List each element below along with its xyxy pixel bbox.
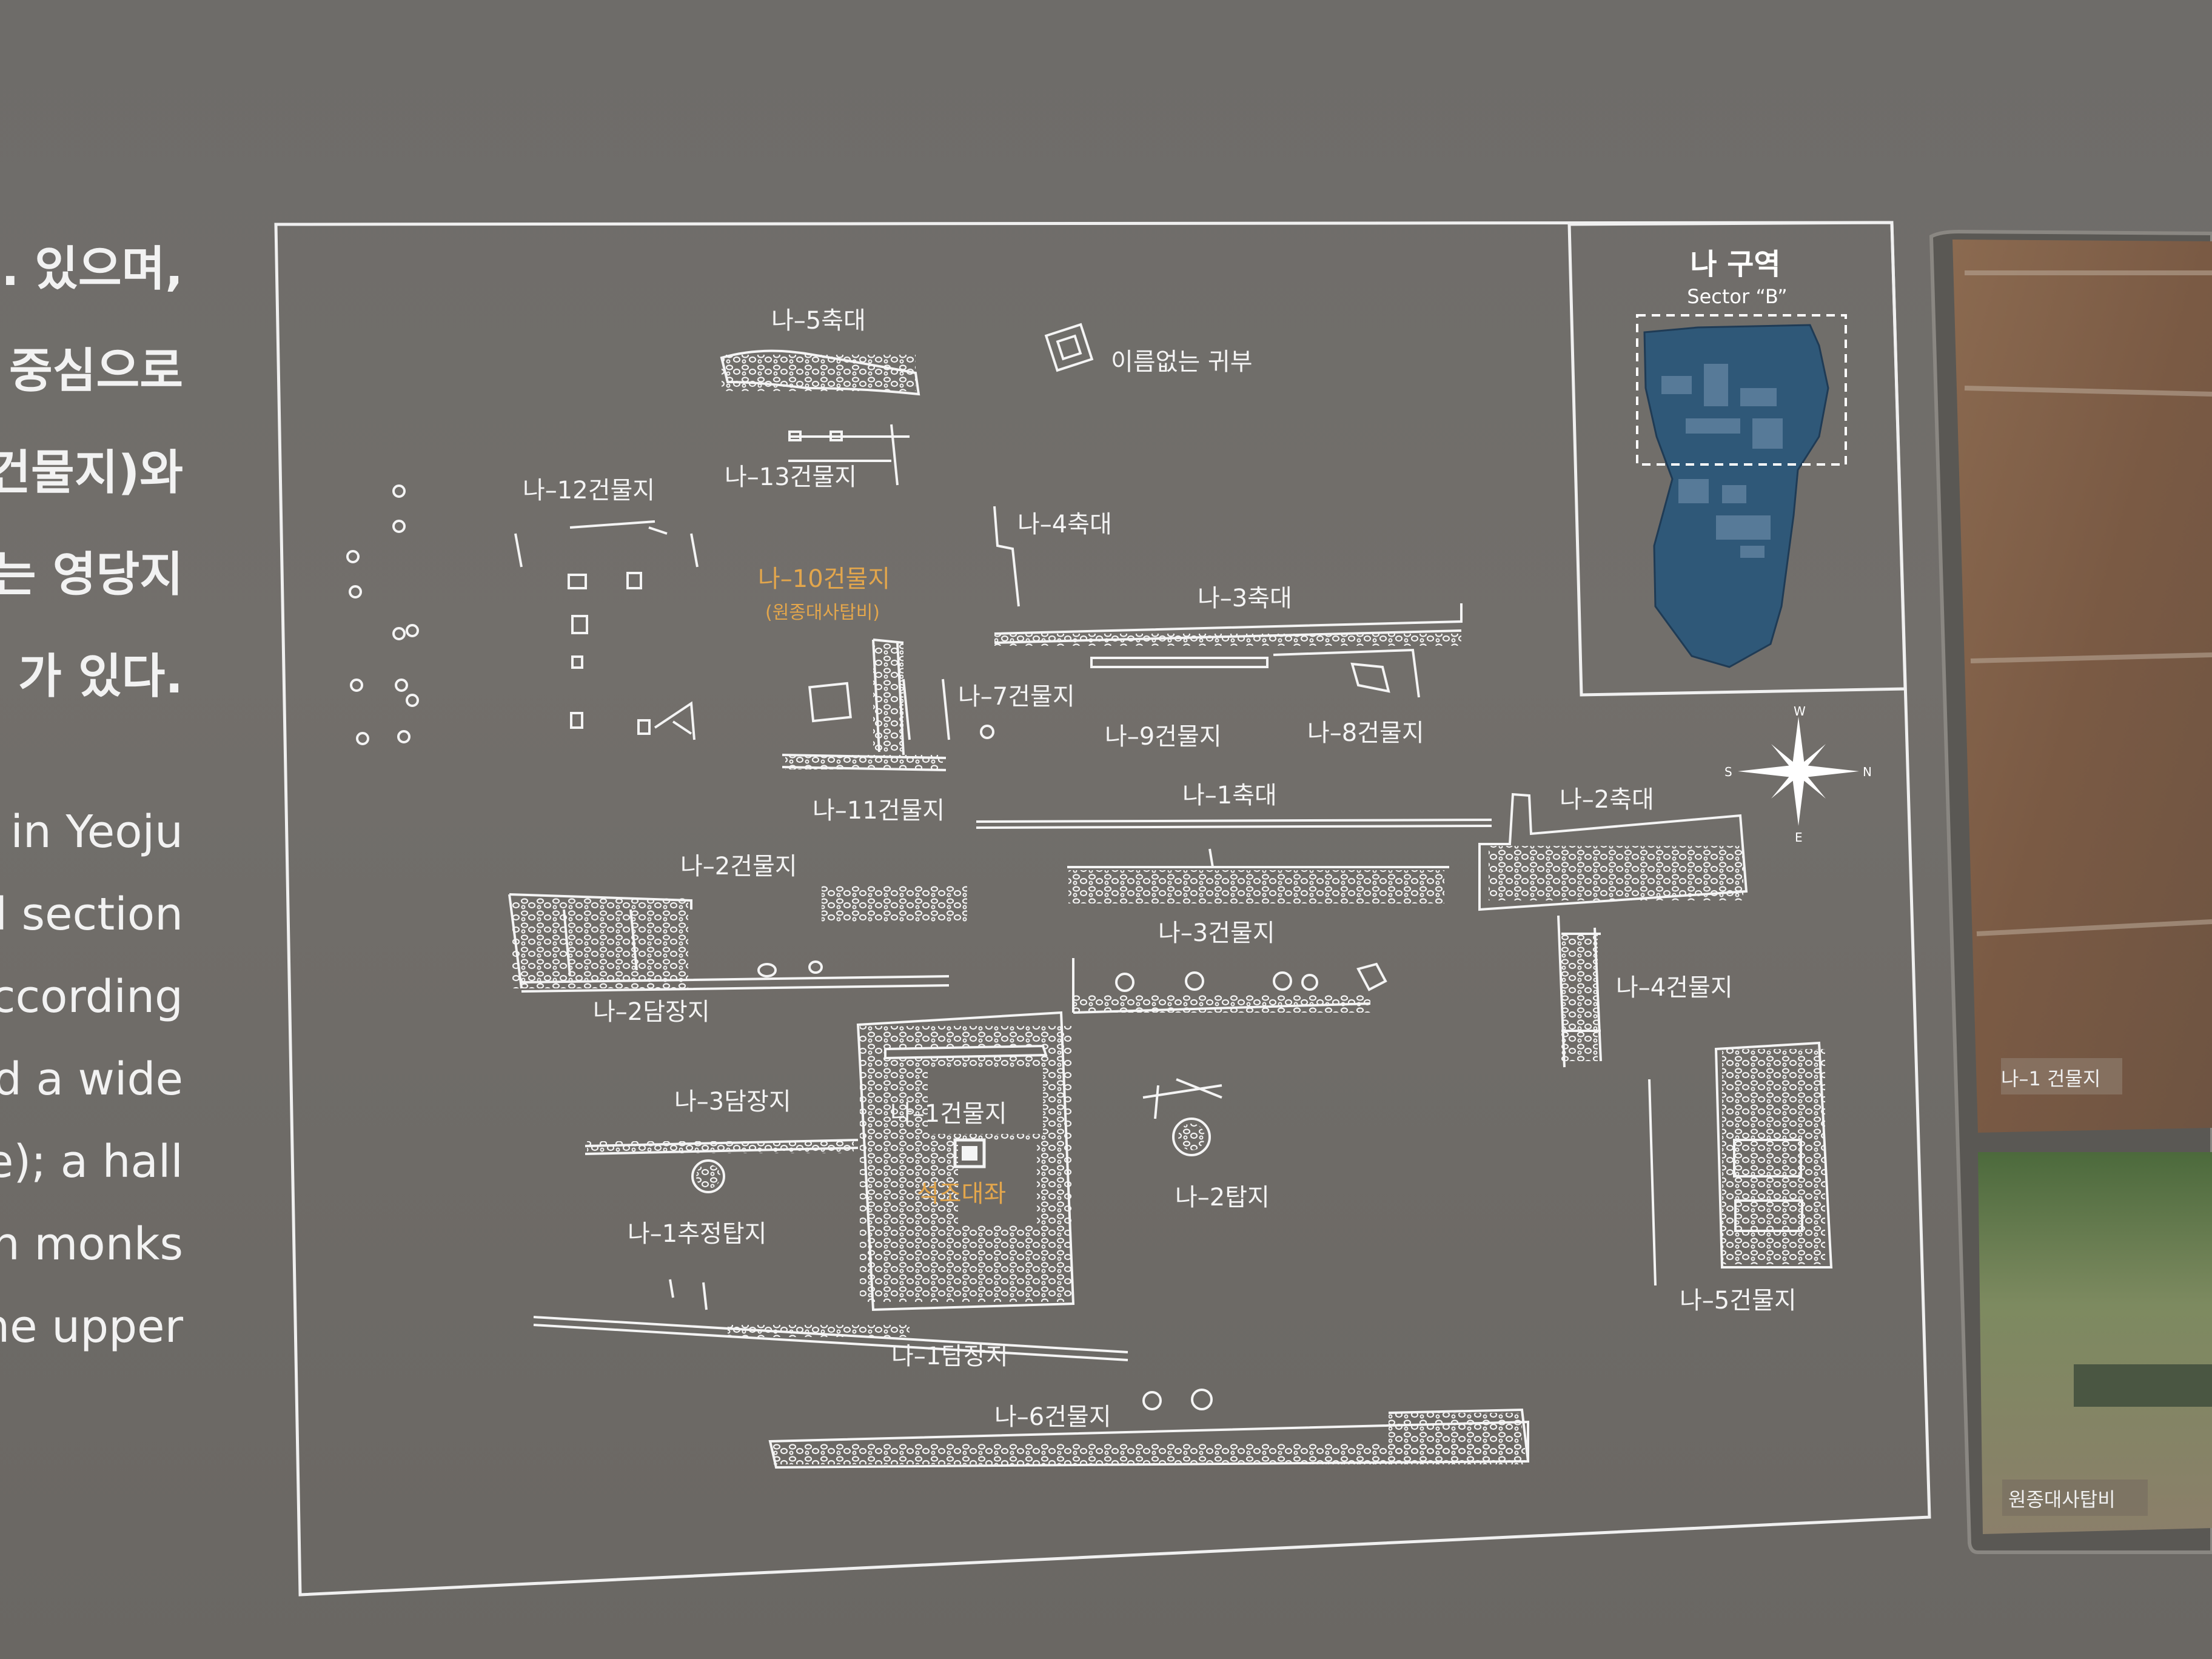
compass-s: S [1724, 765, 1732, 779]
label-na2-pagoda: 나–2탑지 [1175, 1184, 1270, 1212]
left-text-en-1: in Yeoju [10, 806, 183, 858]
left-text-en-5: e); a hall [0, 1136, 183, 1188]
left-text-ko-2: 중심으로 [8, 344, 183, 398]
label-na3-terrace: 나–3축대 [1198, 585, 1292, 612]
photo-panel: 나–1 건물지 원종대사탑비 [1929, 229, 2212, 1554]
left-text-en-6: gh monks [0, 1218, 183, 1270]
photo-top-caption: 나–1 건물지 [2001, 1067, 2100, 1090]
label-na2-wall: 나–2담장지 [593, 998, 710, 1026]
inset-title: 나 구역 [1690, 247, 1780, 281]
left-text-en-4: d a wide [0, 1053, 183, 1105]
label-na4-terrace: 나–4축대 [1017, 511, 1112, 538]
label-na9-building: 나–9건물지 [1105, 723, 1222, 751]
photo-bottom-caption: 원종대사탑비 [2008, 1488, 2116, 1511]
label-na3-building: 나–3건물지 [1158, 919, 1275, 947]
label-stone-pedestal: 석조대좌 [917, 1180, 1006, 1208]
sector-highlight-box [1636, 314, 1847, 466]
label-na1-stupa: 나–1추정탑지 [628, 1220, 766, 1248]
sector-map-buildings [1661, 364, 1783, 558]
compass-w: W [1794, 704, 1806, 719]
inset-frame [1567, 221, 1907, 697]
left-text-ko-3: 건물지)와 [0, 446, 183, 500]
left-text-en-3: ccording [0, 971, 183, 1023]
label-na1-terrace: 나–1축대 [1182, 782, 1277, 809]
label-na13-building: 나–13건물지 [725, 463, 857, 491]
compass-e: E [1795, 830, 1803, 845]
label-na1-wall: 나–1담장지 [891, 1342, 1008, 1370]
inset-subtitle: Sector “B” [1687, 285, 1787, 308]
left-text-ko-4: 는 영당지 [0, 548, 183, 602]
left-text-en-2: d section [0, 888, 183, 940]
compass-n: N [1863, 765, 1872, 779]
label-na2-building: 나–2건물지 [680, 853, 797, 880]
label-nameless-turtle-base: 이름없는 귀부 [1111, 348, 1253, 376]
photo-top [1952, 240, 2212, 1133]
label-na2-terrace: 나–2축대 [1560, 786, 1654, 814]
plan-frame [274, 221, 1931, 1597]
label-na5-building: 나–5건물지 [1680, 1287, 1797, 1315]
site-labels: 나–5축대 이름없는 귀부 나–12건물지 나–13건물지 나–4축대 나–10… [523, 307, 1797, 1431]
label-na3-wall: 나–3담장지 [674, 1088, 791, 1116]
label-na11-building: 나–11건물지 [813, 797, 945, 825]
compass-rose: W S N E [1724, 704, 1872, 845]
left-text-ko-5: 가 있다. [18, 649, 183, 704]
ruins-drawing [346, 323, 1833, 1469]
left-text-ko-1: … 있으며, [0, 242, 183, 297]
label-na12-building: 나–12건물지 [523, 477, 655, 504]
left-text-en-7: he upper [0, 1301, 183, 1353]
label-na7-building: 나–7건물지 [958, 683, 1075, 711]
label-na6-building: 나–6건물지 [994, 1403, 1111, 1431]
label-na5-terrace: 나–5축대 [771, 307, 866, 335]
label-wonjong-stele: (원종대사탑비) [765, 602, 880, 623]
photo-bottom [1978, 1152, 2212, 1534]
label-na4-building: 나–4건물지 [1616, 974, 1733, 1002]
label-na1-building: 나–1건물지 [890, 1100, 1007, 1128]
label-na10-building: 나–10건물지 [758, 565, 890, 593]
label-na8-building: 나–8건물지 [1307, 719, 1424, 747]
